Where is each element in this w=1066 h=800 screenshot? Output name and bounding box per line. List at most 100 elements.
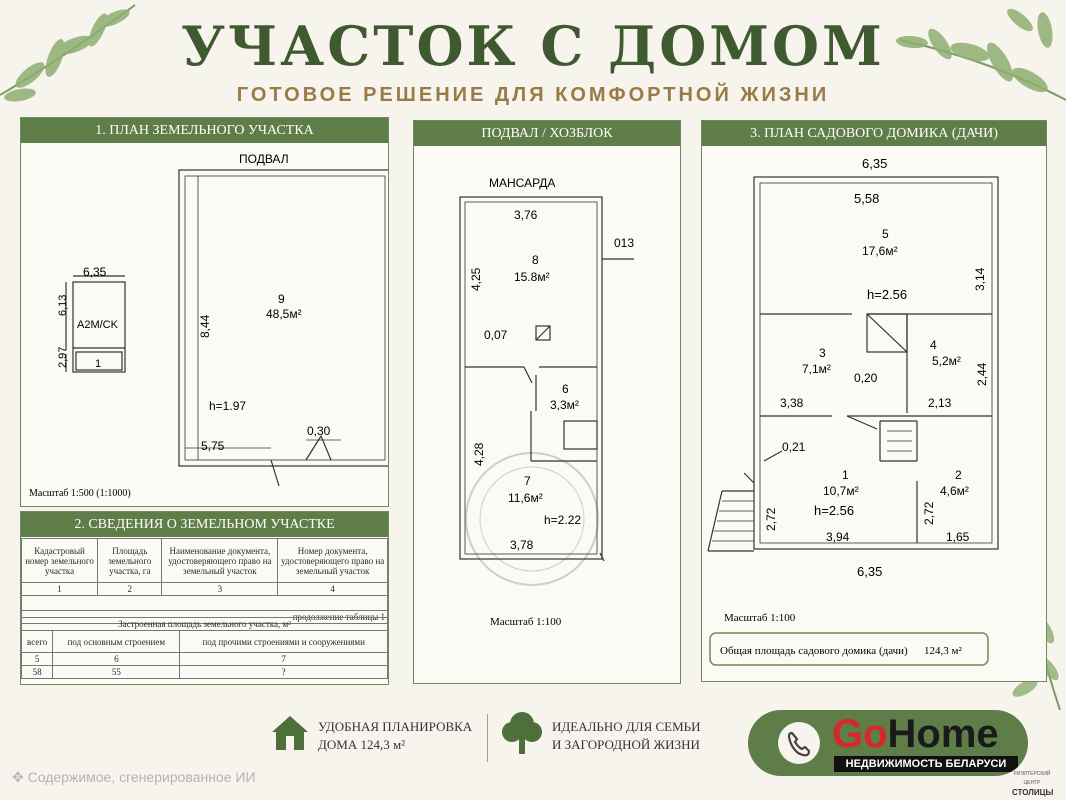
land-plan-drawing: ПОДВАЛ 6,35 6,13 2,97 A2M/CK 1 9 48,5м² … (29, 152, 388, 499)
cell: 2 (97, 582, 163, 596)
dim-165: 1,65 (946, 530, 970, 544)
land-plan-panel: 1. ПЛАН ЗЕМЕЛЬНОГО УЧАСТКА ПОДВАЛ 6,35 6… (20, 117, 389, 507)
ai-note-text: Содержимое, сгенерированное ИИ (27, 769, 256, 785)
built-area-header: Застроенная площадь земельного участка, … (21, 617, 388, 631)
col-total: всего (20, 630, 54, 653)
room8-number: 8 (532, 253, 539, 267)
land-plan-scale: Масштаб 1:500 (1:1000) (29, 488, 131, 499)
room5-number: 5 (882, 227, 889, 241)
phone-button[interactable] (778, 722, 820, 764)
total-area-value: 124,3 м² (924, 645, 962, 657)
left-dim-bottom: 4,28 (472, 442, 486, 466)
room2-area: 4,6м² (940, 484, 969, 498)
leaf-branch-icon (0, 4, 136, 102)
ai-sparkle-icon: ✥ (12, 769, 24, 785)
garden-house-panel: 3. ПЛАН САДОВОГО ДОМИКА (ДАЧИ) (701, 120, 1047, 682)
room3-number: 3 (819, 346, 826, 360)
left-dim-bottom: 2,72 (764, 507, 778, 531)
bottom-dim: 3,78 (510, 538, 534, 552)
brand-city: СТОЛИЦЫ (1012, 788, 1054, 797)
cell: 6 (52, 652, 181, 666)
garden-house-scale: Масштаб 1:100 (724, 612, 796, 624)
right-dim-mid: 2,44 (975, 362, 989, 386)
cell: 7 (179, 652, 388, 666)
land-info-table: Кадастровый номер земельного участка Пло… (20, 538, 388, 624)
ai-note: ✥ Содержимое, сгенерированное ИИ (12, 769, 256, 786)
room1-area: 10,7м² (823, 484, 859, 498)
room6-area: 3,3м² (550, 398, 579, 412)
garden-house-drawing: 6,35 5,58 5 17,6м² 3,14 h=2.56 3 7,1м² 4… (707, 156, 999, 666)
cell: ? (179, 665, 388, 679)
small-width-dim: 6,35 (83, 265, 107, 279)
room4-area: 5,2м² (932, 354, 961, 368)
room4-number: 4 (930, 338, 937, 352)
land-info-heading: 2. СВЕДЕНИЯ О ЗЕМЕЛЬНОМ УЧАСТКЕ (21, 512, 388, 537)
small-building-number: 1 (95, 358, 101, 370)
room5-area: 17,6м² (862, 244, 898, 258)
cell: 55 (52, 665, 181, 679)
room1-number: 1 (842, 468, 849, 482)
dim-338: 3,38 (780, 396, 804, 410)
col-doc-number: Номер документа, удостоверяющего право н… (277, 538, 388, 583)
top-dim: 3,76 (514, 208, 538, 222)
dim-020: 0,20 (854, 371, 878, 385)
left-dim-top: 4,25 (469, 267, 483, 291)
cell: 4 (277, 582, 388, 596)
feature2-line2: И ЗАГОРОДНОЙ ЖИЗНИ (552, 737, 700, 752)
brand-go: Go (832, 712, 888, 756)
dim-021: 0,21 (782, 440, 806, 454)
attic-label: МАНСАРДА (489, 176, 555, 190)
leaf-branch-icon (896, 8, 1066, 101)
feature-divider (487, 714, 488, 762)
basement-scale: Масштаб 1:100 (490, 616, 562, 628)
cell: 58 (20, 665, 54, 679)
room9-area: 48,5м² (266, 307, 302, 321)
col-other: под прочими строениями и сооружениями (179, 630, 388, 653)
top-outer-dim: 6,35 (862, 156, 887, 171)
room8-area: 15.8м² (514, 270, 550, 284)
ceiling-top: h=2.56 (867, 287, 907, 302)
basement-label: ПОДВАЛ (239, 152, 289, 166)
small-dim: 0,07 (484, 328, 508, 342)
phone-icon (787, 731, 811, 757)
col-doc-name: Наименование документа, удостоверяющего … (161, 538, 279, 583)
right-code: 013 (614, 236, 634, 250)
page-title: УЧАСТОК С ДОМОМ (181, 14, 885, 78)
dim-213: 2,13 (928, 396, 952, 410)
door-dim: 0,30 (307, 424, 331, 438)
bottom-outer-dim: 6,35 (857, 564, 882, 579)
total-area-label: Общая площадь садового домика (дачи) (720, 645, 908, 657)
mid-dim-bottom: 2,72 (922, 501, 936, 525)
ceiling-bottom: h=2.56 (814, 503, 854, 518)
col-cadastral: Кадастровый номер земельного участка (20, 538, 99, 583)
cell: 3 (161, 582, 279, 596)
room9-number: 9 (278, 292, 285, 306)
room3-area: 7,1м² (802, 362, 831, 376)
small-lower-dim: 2,97 (57, 347, 69, 368)
room6-number: 6 (562, 382, 569, 396)
brand-badge[interactable]: GoHome НЕДВИЖИМОСТЬ БЕЛАРУСИ (748, 710, 1028, 776)
built-area-table: Застроенная площадь земельного участка, … (20, 617, 388, 679)
brand-tagline: НЕДВИЖИМОСТЬ БЕЛАРУСИ (834, 756, 1018, 772)
room9-bottom-dim: 5,75 (201, 439, 225, 453)
dim-394: 3,94 (826, 530, 850, 544)
right-dim-top: 3,14 (973, 267, 987, 291)
feature2-line1: ИДЕАЛЬНО ДЛЯ СЕМЬИ (552, 719, 701, 734)
basement-drawing: МАНСАРДА 3,76 013 8 15.8м² 4,25 0,07 6 3… (459, 176, 634, 628)
col-area: Площадь земельного участка, га (97, 538, 163, 583)
house-icon (272, 716, 308, 750)
basement-ceiling: h=2.22 (544, 513, 581, 527)
cell: 5 (20, 652, 54, 666)
land-plan-heading: 1. ПЛАН ЗЕМЕЛЬНОГО УЧАСТКА (21, 118, 388, 143)
feature1-line1: УДОБНАЯ ПЛАНИРОВКА (318, 719, 473, 734)
cell: 1 (20, 582, 99, 596)
feature1-line2: ДОМА 124,3 м² (318, 737, 406, 752)
brand-home: Home (887, 712, 999, 756)
small-height-dim: 6,13 (57, 295, 69, 316)
top-inner-dim: 5,58 (854, 191, 879, 206)
basement-panel: ПОДВАЛ / ХОЗБЛОК МАНСАРДА 3,76 013 8 15.… (413, 120, 681, 684)
garden-house-heading: 3. ПЛАН САДОВОГО ДОМИКА (ДАЧИ) (702, 121, 1046, 146)
brand-small: РИЭЛТЕРСКИЙ ЦЕНТР (1013, 771, 1051, 786)
room9-height-dim: 8,44 (198, 314, 212, 338)
room7-number: 7 (524, 474, 531, 488)
